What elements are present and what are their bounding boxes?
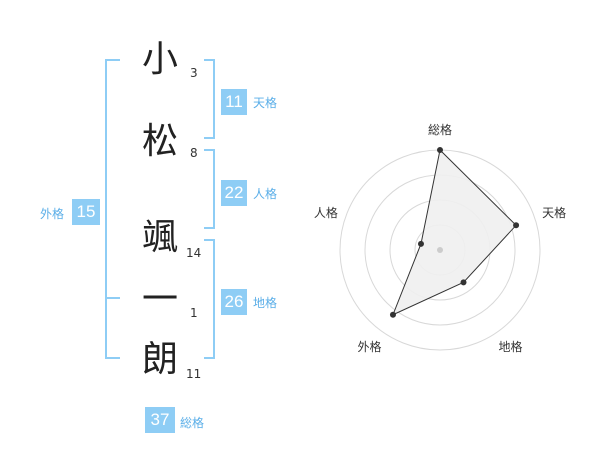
stroke-count-4: 1: [190, 306, 198, 320]
tenkaku-label: 天格: [253, 96, 278, 110]
name-char-5: 朗: [141, 339, 178, 380]
radar-axis-label-1: 総格: [428, 123, 453, 137]
gaikaku-badge: 15: [72, 199, 100, 225]
radar-axis-label-5: 人格: [313, 205, 338, 220]
bracket-jinkaku: [204, 149, 215, 229]
soukaku-badge: 37: [145, 407, 175, 433]
radar-center-dot: [437, 247, 443, 253]
radar-point-3: [460, 279, 467, 286]
name-char-3: 颯: [141, 217, 178, 258]
radar-axis-label-2: 天格: [542, 205, 567, 220]
radar-point-2: [513, 222, 520, 229]
radar-point-1: [437, 147, 443, 153]
stroke-count-5: 11: [186, 367, 202, 381]
stroke-count-3: 14: [186, 246, 202, 260]
bracket-gaikaku: [105, 59, 120, 359]
jinkaku-label: 人格: [253, 187, 278, 201]
bracket-chikaku: [204, 239, 215, 359]
tenkaku-badge: 11: [221, 89, 247, 115]
radar-axis-label-4: 外格: [357, 340, 382, 355]
radar-point-5: [417, 240, 424, 247]
radar-point-4: [389, 311, 396, 318]
radar-series-polygon: [392, 148, 517, 316]
jinkaku-badge: 22: [221, 180, 247, 206]
name-char-4: 一: [141, 279, 178, 320]
radar-axis-label-3: 地格: [498, 340, 523, 355]
stroke-count-1: 3: [190, 66, 198, 80]
chikaku-label: 地格: [253, 296, 278, 310]
stroke-count-2: 8: [190, 146, 198, 160]
bracket-tenkaku: [204, 59, 215, 139]
chikaku-badge: 26: [221, 289, 247, 315]
gaikaku-label: 外格: [40, 207, 65, 221]
name-char-2: 松: [141, 121, 178, 162]
soukaku-label: 総格: [180, 416, 205, 430]
name-char-1: 小: [141, 39, 178, 80]
